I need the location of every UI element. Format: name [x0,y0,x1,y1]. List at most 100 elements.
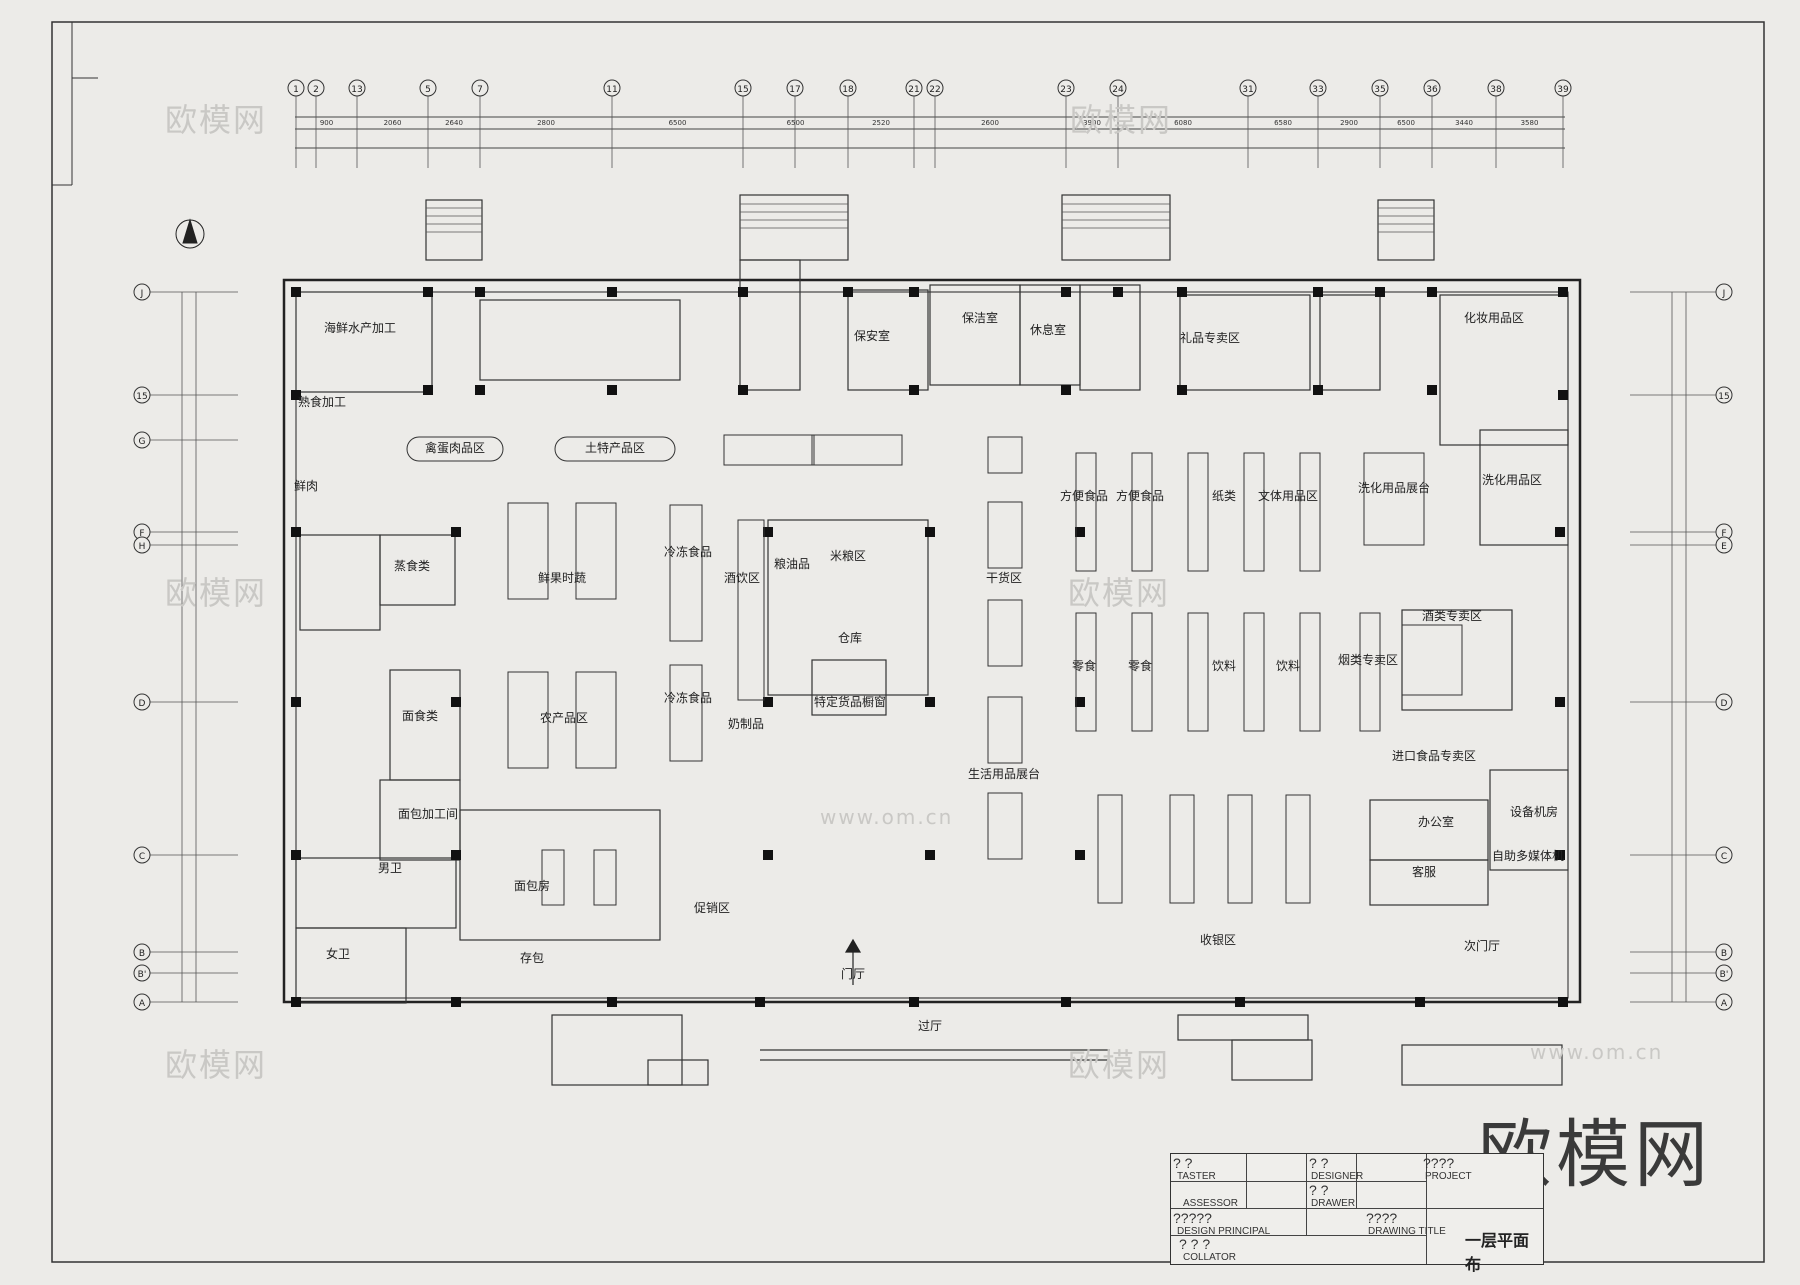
grid-bubble [471,79,489,97]
column [763,527,773,537]
room-label-instant1: 方便食品 [1060,488,1108,503]
grid-label: 31 [1242,85,1253,95]
grid-label: E [1721,542,1727,552]
grid-label: 13 [351,85,362,95]
column [451,850,461,860]
column [738,287,748,297]
top-dimension-lines [295,116,1565,149]
column [738,385,748,395]
column [475,385,485,395]
tb-q: ????? [1173,1210,1212,1226]
grid-bubble [133,536,151,554]
grid-label: 15 [737,85,748,95]
grid-bubble [1057,79,1075,97]
column [291,390,301,400]
column [451,997,461,1007]
grid-label: 39 [1557,85,1569,95]
dimension-text: 6500 [669,119,687,127]
column [909,997,919,1007]
grid-label: 2 [313,85,319,95]
room-label-paper: 纸类 [1212,489,1236,503]
shelf [987,501,1023,569]
grid-bubble [734,79,752,97]
dimension-text: 2600 [981,119,999,127]
shelf [987,696,1023,764]
grid-label: 35 [1374,85,1385,95]
stair-treads [426,203,1434,233]
shelf [1359,612,1381,732]
column [1558,390,1568,400]
grid-label: G [139,437,146,447]
shelf [1243,452,1265,572]
room-label-office: 办公室 [1418,814,1454,829]
shelf [1243,612,1265,732]
shelf [737,519,765,701]
room-label-corridor: 过厅 [918,1019,942,1033]
room-label-cooked_process: 熟食加工 [298,394,346,409]
grid-label: 15 [136,392,147,402]
column [925,850,935,860]
shelf [1363,452,1425,546]
grid-bubble [133,993,151,1011]
grid-bubble [419,79,437,97]
room-label-bakery: 面包房 [514,878,550,893]
grid-bubble [133,693,151,711]
watermark-url: www.om.cn [820,805,954,829]
room-label-female_wc: 女卫 [326,946,350,961]
shelf [987,599,1023,667]
room-label-wash_display: 洗化用品展台 [1358,480,1430,495]
grid-label: 21 [908,85,919,95]
column [423,385,433,395]
grid-bubble [348,79,366,97]
dimension-text: 900 [320,119,333,127]
grid-bubble [1423,79,1441,97]
column [1558,997,1568,1007]
watermark: 欧模网 [165,101,268,139]
grid-bubble [1239,79,1257,97]
grid-bubble [133,964,151,982]
shelf [811,434,903,466]
grid-bubble [287,79,305,97]
grid-label: 5 [425,85,431,95]
title-block: ? ? TASTER ? ? DESIGNER ???? PROJECT ASS… [1170,1153,1544,1274]
column [475,287,485,297]
column [763,850,773,860]
shelf [1227,794,1253,904]
grid-label: C [139,852,145,862]
tb-design-principal: DESIGN PRINCIPAL [1177,1226,1271,1237]
column [1075,527,1085,537]
shelf [507,671,549,769]
room-label-male_wc: 男卫 [378,861,402,875]
interior-partitions [295,259,1569,1004]
room-label-security: 保安室 [854,328,890,343]
column [423,287,433,297]
grid-bubble [1487,79,1505,97]
grid-label: J [140,289,144,299]
grid-bubble [926,79,944,97]
grid-bubble [1371,79,1389,97]
room-label-fresh_meat: 鲜肉 [294,479,318,493]
column [1427,385,1437,395]
column [1177,287,1187,297]
grid-label: B' [138,970,147,980]
room-label-beverage1: 饮料 [1212,659,1236,673]
shelf [1097,794,1123,904]
room-label-main_hall: 门厅 [841,966,865,981]
room-label-noodle: 面食类 [402,708,438,723]
shelf [593,849,617,906]
room-label-guest: 客服 [1412,864,1436,879]
room-label-gift_wrap: 存包 [520,951,544,965]
room-label-meat_pill: 禽蛋肉品区 [425,440,485,455]
shelf [1075,452,1097,572]
column [1415,997,1425,1007]
grid-bubble [133,386,151,404]
island-display [554,436,676,462]
column [1075,697,1085,707]
grid-bubble [1715,993,1733,1011]
room-label-rice: 米粮区 [830,548,866,563]
room-label-dairy: 奶制品 [728,717,764,731]
column [451,697,461,707]
column [1555,697,1565,707]
dimension-text: 2800 [537,119,555,127]
